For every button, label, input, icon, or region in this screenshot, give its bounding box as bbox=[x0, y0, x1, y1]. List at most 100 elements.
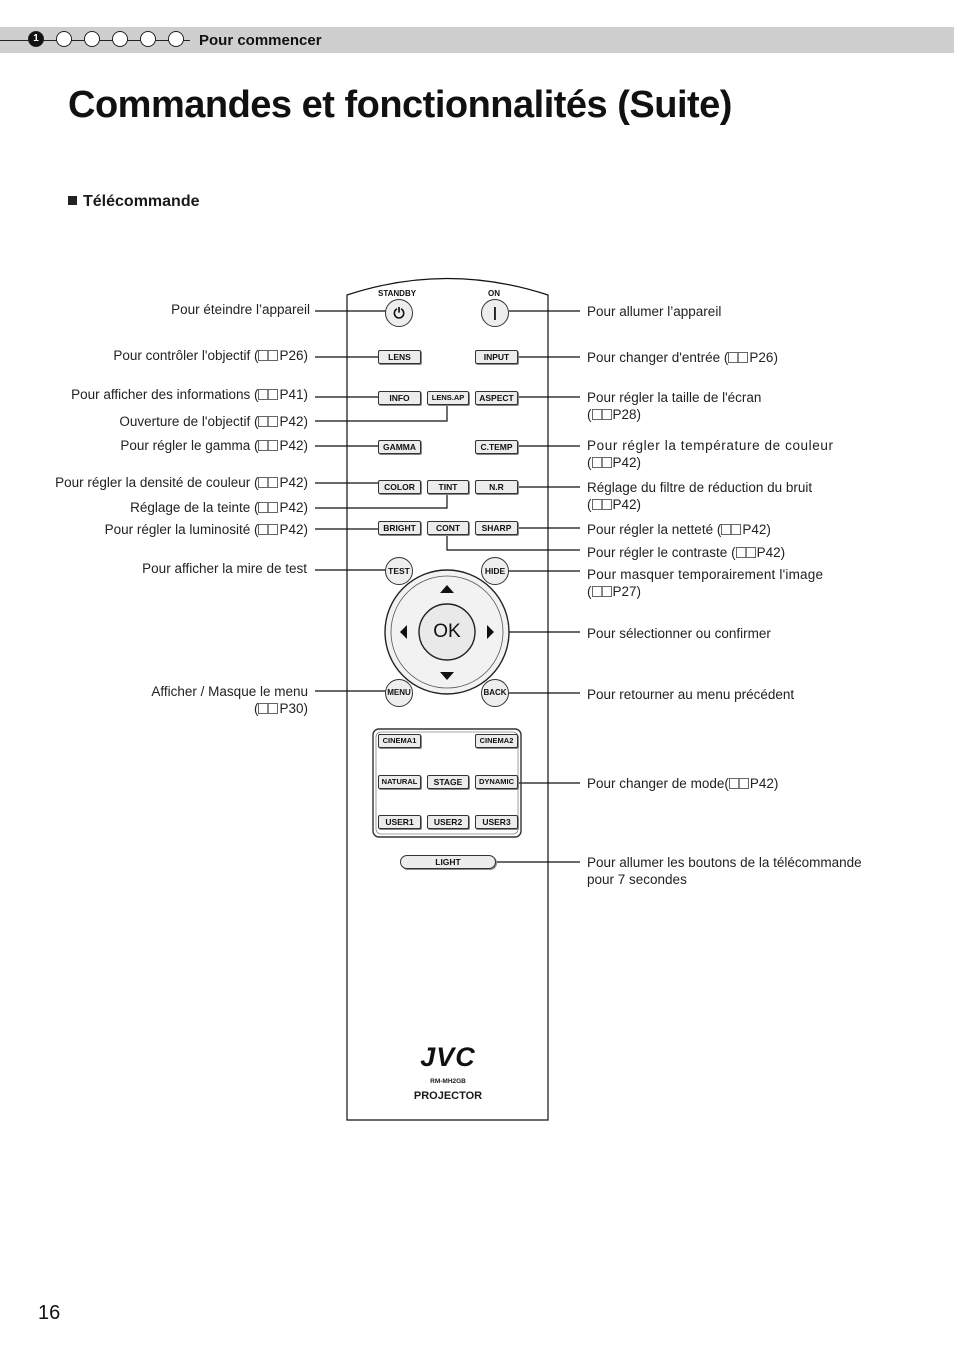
back-button[interactable]: BACK bbox=[481, 679, 509, 707]
callout-text: Réglage du filtre de réduction du bruit bbox=[587, 480, 813, 495]
callout-mode: Pour changer de mode(P42) bbox=[587, 775, 778, 792]
aspect-button[interactable]: ASPECT bbox=[475, 391, 518, 405]
callout-on: Pour allumer l’appareil bbox=[587, 304, 722, 319]
callout-ref: P42) bbox=[612, 455, 642, 470]
callout-text: Pour régler la température de couleur bbox=[587, 438, 834, 453]
bright-button[interactable]: BRIGHT bbox=[378, 521, 421, 535]
book-ref-icon bbox=[591, 409, 612, 420]
callout-ref: P28) bbox=[612, 407, 642, 422]
cinema2-button[interactable]: CINEMA2 bbox=[475, 734, 518, 748]
step-indicator-6 bbox=[168, 31, 184, 47]
user3-button[interactable]: USER3 bbox=[475, 815, 518, 829]
callout-text: Pour changer de mode( bbox=[587, 776, 729, 791]
callout-paren: ( bbox=[587, 407, 592, 422]
stage-button[interactable]: STAGE bbox=[427, 775, 469, 789]
right-arrow-button[interactable] bbox=[482, 617, 498, 647]
c-temp-button[interactable]: C.TEMP bbox=[475, 440, 518, 454]
book-ref-icon bbox=[258, 703, 279, 714]
user2-button[interactable]: USER2 bbox=[427, 815, 469, 829]
step-indicator-1: 1 bbox=[28, 31, 44, 47]
callout-ref: P26) bbox=[749, 350, 778, 365]
step-indicator-5 bbox=[140, 31, 156, 47]
up-arrow-button[interactable] bbox=[432, 582, 462, 598]
jvc-logo: JVC bbox=[420, 1042, 476, 1072]
callout-ref: P42) bbox=[279, 500, 308, 515]
callout-ref: P42) bbox=[742, 522, 771, 537]
menu-button[interactable]: MENU bbox=[385, 679, 413, 707]
callout-text: Pour régler la taille de l'écran bbox=[587, 390, 762, 405]
down-arrow-button[interactable] bbox=[432, 666, 462, 682]
input-button[interactable]: INPUT bbox=[475, 350, 518, 364]
callout-text: Pour régler le contraste ( bbox=[587, 545, 736, 560]
book-ref-icon bbox=[721, 524, 742, 535]
tint-button[interactable]: TINT bbox=[427, 480, 469, 494]
square-bullet-icon bbox=[68, 196, 77, 205]
callout-ref: P30) bbox=[279, 701, 308, 716]
callout-ref: P26) bbox=[279, 348, 308, 363]
nr-button[interactable]: N.R bbox=[475, 480, 518, 494]
book-ref-icon bbox=[258, 524, 279, 535]
callout-bright: Pour régler la luminosité ( P42) bbox=[105, 521, 308, 538]
callout-text: Réglage de la teinte ( bbox=[130, 500, 259, 515]
book-ref-icon bbox=[258, 440, 279, 451]
subsection-heading: Télécommande bbox=[68, 193, 199, 211]
color-button[interactable]: COLOR bbox=[378, 480, 421, 494]
natural-button[interactable]: NATURAL bbox=[378, 775, 421, 789]
callout-ref: P42) bbox=[279, 475, 308, 490]
callout-standby: Pour éteindre l’appareil bbox=[171, 302, 310, 317]
ok-button[interactable]: OK bbox=[433, 621, 461, 642]
callout-text: Pour régler la luminosité ( bbox=[104, 522, 259, 537]
callout-cont: Pour régler le contraste (P42) bbox=[587, 544, 785, 561]
sharp-button[interactable]: SHARP bbox=[475, 521, 518, 535]
model-number: RM-MH2GB bbox=[430, 1078, 466, 1085]
book-ref-icon bbox=[258, 389, 279, 400]
cinema1-button[interactable]: CINEMA1 bbox=[378, 734, 421, 748]
callout-text: Pour régler la densité de couleur ( bbox=[55, 475, 259, 490]
callout-text: Pour régler le gamma ( bbox=[120, 438, 259, 453]
cont-button[interactable]: CONT bbox=[427, 521, 469, 535]
callout-ref: P42) bbox=[279, 522, 308, 537]
callout-input: Pour changer d'entrée ( P26) bbox=[587, 349, 778, 366]
callout-ref: P42) bbox=[612, 497, 642, 512]
callout-aspect: Pour régler la taille de l'écran ( P28) bbox=[587, 389, 761, 423]
book-ref-icon bbox=[591, 499, 612, 510]
power-on-icon: | bbox=[493, 304, 497, 320]
callout-ok: Pour sélectionner ou confirmer bbox=[587, 626, 771, 641]
callout-color: Pour régler la densité de couleur ( P42) bbox=[55, 474, 308, 491]
callout-c-temp: Pour régler la température de couleur ( P4… bbox=[587, 437, 834, 471]
callout-lens-ap: Ouverture de l'objectif (P42) bbox=[119, 413, 308, 430]
callout-paren: ( bbox=[587, 455, 592, 470]
callout-hide: Pour masquer temporairement l'image(P27) bbox=[587, 566, 823, 600]
on-button[interactable]: | bbox=[481, 299, 509, 327]
step-indicator-3 bbox=[84, 31, 100, 47]
standby-button[interactable]: ⏻ bbox=[385, 299, 413, 327]
book-ref-icon bbox=[258, 350, 279, 361]
book-ref-icon bbox=[735, 547, 756, 558]
book-ref-icon bbox=[258, 502, 279, 513]
light-button[interactable]: LIGHT bbox=[400, 855, 496, 869]
lens-ap-button[interactable]: LENS.AP bbox=[427, 391, 469, 405]
section-title: Pour commencer bbox=[199, 32, 322, 49]
book-ref-icon bbox=[728, 778, 749, 789]
user1-button[interactable]: USER1 bbox=[378, 815, 421, 829]
book-ref-icon bbox=[591, 457, 612, 468]
on-label: ON bbox=[488, 289, 500, 298]
standby-label: STANDBY bbox=[378, 289, 417, 298]
left-arrow-button[interactable] bbox=[396, 617, 412, 647]
callout-text: Pour masquer temporairement l'image bbox=[587, 567, 824, 582]
hide-button[interactable]: HIDE bbox=[481, 557, 509, 585]
page-number: 16 bbox=[38, 1302, 61, 1324]
dynamic-button[interactable]: DYNAMIC bbox=[475, 775, 518, 789]
callout-text: Ouverture de l'objectif ( bbox=[119, 414, 259, 429]
callout-text: Pour changer d'entrée ( bbox=[587, 350, 729, 365]
gamma-button[interactable]: GAMMA bbox=[378, 440, 421, 454]
info-button[interactable]: INFO bbox=[378, 391, 421, 405]
product-label: PROJECTOR bbox=[413, 1090, 483, 1102]
callout-lens: Pour contrôler l'objectif (P26) bbox=[113, 347, 308, 364]
callout-light: Pour allumer les boutons de la télécomma… bbox=[587, 854, 862, 888]
test-button[interactable]: TEST bbox=[385, 557, 413, 585]
callout-text: Afficher / Masque le menu bbox=[151, 684, 308, 699]
callout-nr: Réglage du filtre de réduction du bruit(… bbox=[587, 479, 812, 513]
lens-button[interactable]: LENS bbox=[378, 350, 421, 364]
